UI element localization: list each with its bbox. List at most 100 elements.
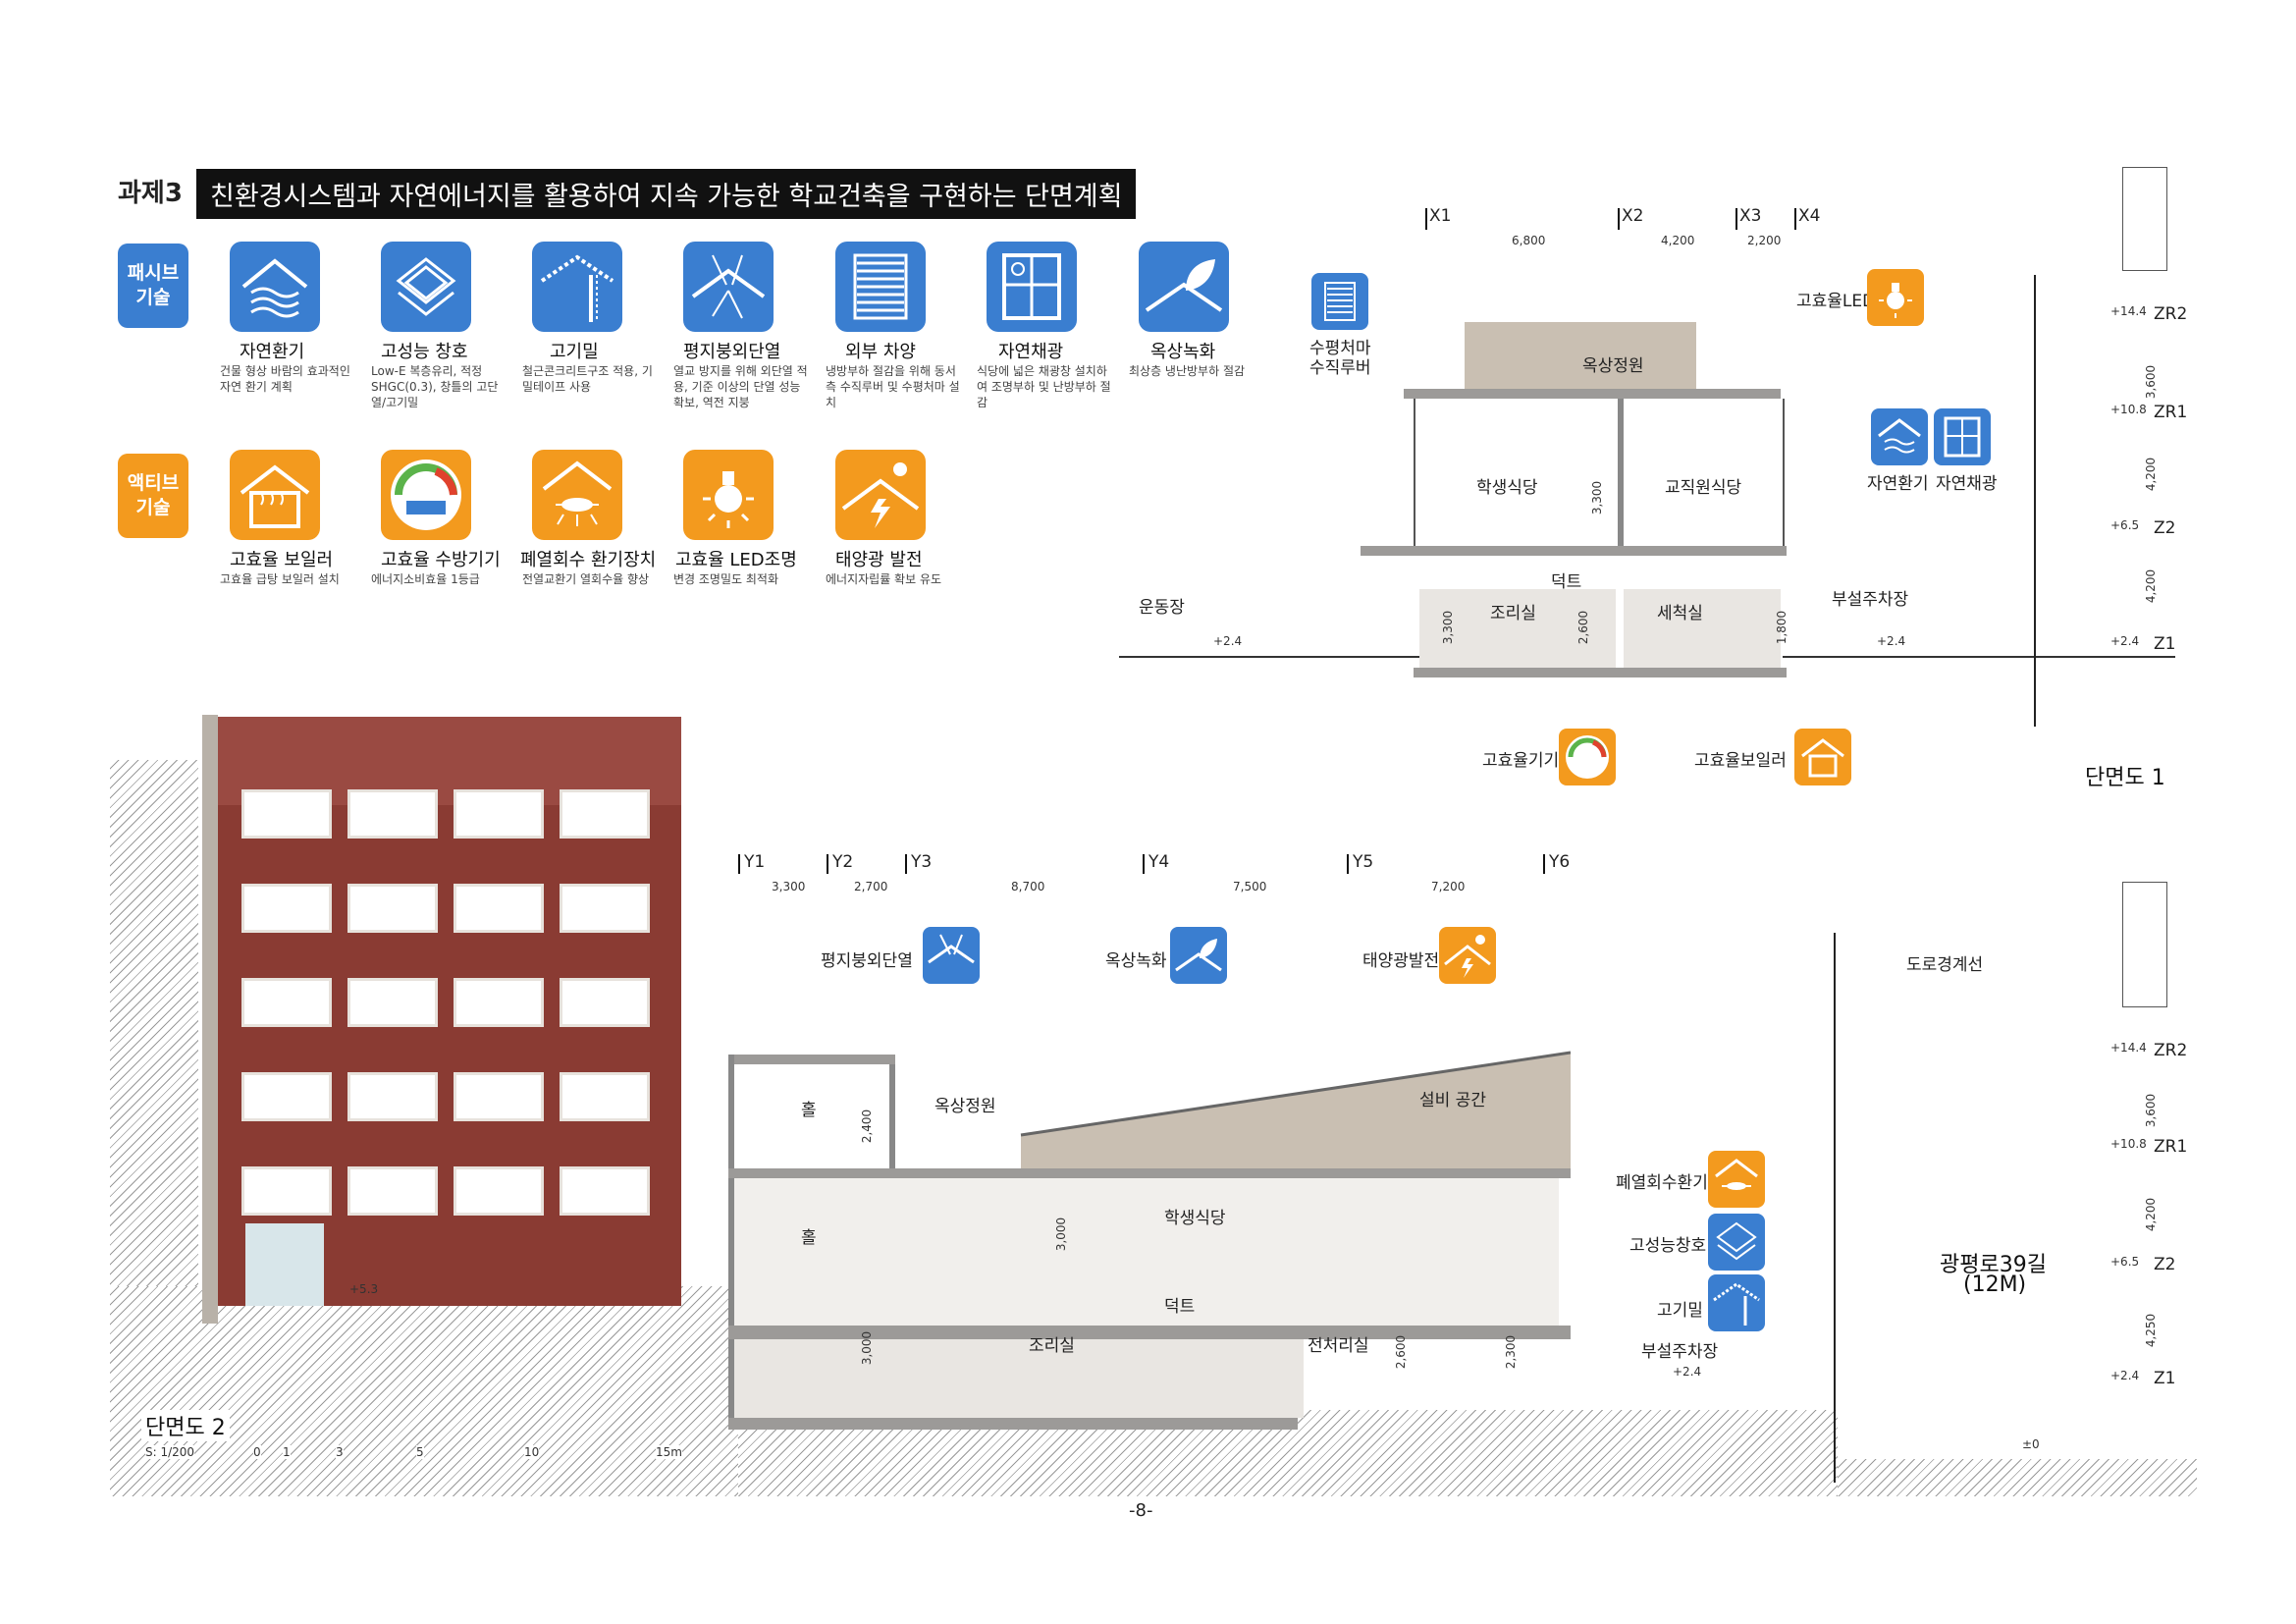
passive-desc: 건물 형상 바람의 효과적인 자연 환기 계획	[220, 364, 350, 394]
flat-roof-insulation-icon	[683, 242, 774, 332]
passive-desc: 냉방부하 절감을 위해 동서측 수직루버 및 수평처마 설치	[826, 364, 960, 409]
callout-heat-recovery: 폐열회수환기	[1616, 1173, 1708, 1193]
passive-label: 자연환기	[240, 342, 305, 362]
level-value: +14.4	[2110, 304, 2147, 318]
high-performance-window-icon	[381, 242, 471, 332]
floor-slab	[1361, 546, 1787, 556]
roof-insulation-callout-icon	[923, 927, 980, 984]
level-name: ZR2	[2154, 1041, 2188, 1060]
room-student-cafeteria: 학생식당	[1476, 478, 1538, 498]
section-1-title: 단면도 1	[2085, 766, 2165, 790]
label-parking: 부설주차장	[1641, 1342, 1719, 1362]
mechanical-roof-space	[1021, 1053, 1571, 1168]
wall	[1414, 399, 1415, 546]
scale-tick: 15m	[656, 1445, 682, 1459]
basement-space	[734, 1339, 1304, 1418]
energy-grade-icon	[381, 450, 471, 540]
room-prep: 전처리실	[1308, 1336, 1369, 1356]
room-duct: 덕트	[1551, 572, 1582, 592]
key-plan	[2122, 167, 2167, 271]
basement-slab	[1414, 668, 1787, 677]
active-desc: 에너지소비효율 1등급	[371, 572, 480, 586]
passive-label: 자연채광	[998, 342, 1064, 362]
building-window	[560, 789, 650, 839]
task-number: 과제3	[118, 179, 183, 208]
building-window	[347, 884, 438, 933]
active-item-led: 고효율 LED조명 변경 조명밀도 최적화	[673, 450, 811, 587]
green-roof-icon	[1139, 242, 1229, 332]
section-2-grid: Y1 Y2 Y3 Y4 Y5 Y6 3,300 2,700 8,700 7,50…	[736, 852, 1620, 893]
callout-airtight: 고기밀	[1657, 1301, 1703, 1321]
building-window	[241, 1166, 332, 1216]
dim: 2,600	[1394, 1334, 1409, 1370]
grid-span: 4,200	[1661, 234, 1695, 247]
level-span: 4,200	[2144, 457, 2159, 492]
building-entrance	[245, 1223, 324, 1306]
key-plan	[2122, 882, 2167, 1007]
level-name: ZR1	[2154, 403, 2188, 422]
section-2-title: 단면도 2	[141, 1410, 230, 1441]
grid-x1: X1	[1429, 206, 1452, 226]
window-callout-icon	[1708, 1214, 1765, 1271]
ground-mark: ±0	[2022, 1437, 2040, 1451]
section-1-levels: +14.4 ZR2 3,600 +10.8 ZR1 4,200 +6.5 Z2 …	[2101, 167, 2199, 677]
passive-item-window: 고성능 창호 Low-E 복층유리, 적정 SHGC(0.3), 창틀의 고단열…	[371, 242, 508, 410]
basement-slab	[728, 1418, 1298, 1430]
callout-louver-1: 수평처마	[1309, 339, 1371, 358]
dim: 3,000	[860, 1330, 875, 1366]
louver-callout-icon	[1311, 273, 1368, 330]
callout-appliance: 고효율기기	[1482, 751, 1560, 771]
passive-label: 고기밀	[550, 342, 599, 362]
led-callout-icon	[1867, 269, 1924, 326]
active-item-appliance: 고효율 수방기기 에너지소비효율 1등급	[371, 450, 508, 587]
green-roof-callout-icon	[1170, 927, 1227, 984]
passive-label: 고성능 창호	[381, 342, 468, 362]
road-boundary-line	[1834, 933, 1836, 1483]
passive-label: 외부 차양	[845, 342, 916, 362]
grid-y4: Y4	[1148, 852, 1170, 872]
dim-basement: 2,600	[1576, 610, 1591, 645]
grid-y2: Y2	[832, 852, 854, 872]
active-label: 고효율 수방기기	[381, 550, 501, 570]
building-window	[347, 789, 438, 839]
active-label: 고효율 보일러	[230, 550, 334, 570]
dim-playground: 3,300	[1441, 610, 1456, 645]
callout-solar: 태양광발전	[1362, 951, 1440, 971]
callout-natural-vent: 자연환기	[1867, 474, 1929, 494]
ground-mark: +2.4	[1213, 634, 1243, 648]
passive-desc: 열교 방지를 위해 외단열 적용, 기준 이상의 단열 성능 확보, 역전 지붕	[673, 364, 808, 409]
building-window	[347, 1166, 438, 1216]
building-window	[454, 1166, 544, 1216]
passive-item-roof-insulation: 평지붕외단열 열교 방지를 위해 외단열 적용, 기준 이상의 단열 성능 확보…	[673, 242, 811, 410]
natural-ventilation-icon	[230, 242, 320, 332]
scale-tick: 1	[283, 1445, 291, 1459]
heat-recovery-ventilator-icon	[532, 450, 622, 540]
grid-y1-mark	[738, 854, 740, 874]
led-lighting-icon	[683, 450, 774, 540]
cafeteria-space	[734, 1178, 1559, 1326]
sloped-roof	[1020, 1051, 1571, 1137]
wall	[889, 1064, 895, 1168]
rooftop-pavilion	[1465, 322, 1696, 389]
earth-road	[1838, 1459, 2197, 1496]
ground-mark: +5.3	[349, 1282, 379, 1296]
washroom-area	[1624, 589, 1781, 668]
grid-y5: Y5	[1353, 852, 1374, 872]
building-window	[454, 978, 544, 1027]
callout-boiler: 고효율보일러	[1694, 751, 1787, 771]
level-name: Z1	[2154, 1369, 2176, 1388]
ground-mark: +2.4	[1877, 634, 1906, 648]
scale-tick: 10	[524, 1445, 540, 1459]
room-rooftop-garden: 옥상정원	[1582, 356, 1644, 376]
section-2-scale: S: 1/200	[145, 1445, 195, 1459]
callout-green-roof: 옥상녹화	[1105, 951, 1167, 971]
grid-x4: X4	[1798, 206, 1821, 226]
level-value: +6.5	[2110, 1255, 2140, 1269]
building-window	[241, 978, 332, 1027]
grid-span: 7,500	[1233, 880, 1267, 893]
passive-item-green-roof: 옥상녹화 최상층 냉난방부하 절감	[1129, 242, 1266, 379]
airtight-icon	[532, 242, 622, 332]
section-2-levels: +14.4 ZR2 3,600 +10.8 ZR1 4,200 +6.5 Z2 …	[2101, 882, 2199, 1392]
heat-recovery-callout-icon	[1708, 1151, 1765, 1208]
room-duct: 덕트	[1164, 1297, 1196, 1317]
